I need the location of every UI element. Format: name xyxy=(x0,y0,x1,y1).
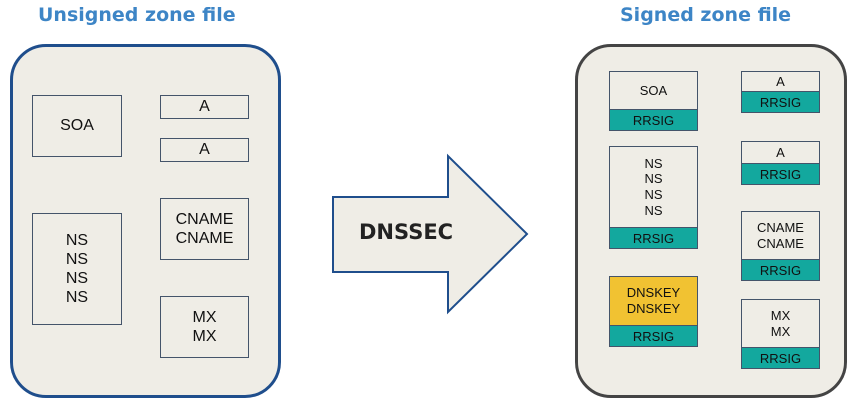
rrsig-label: RRSIG xyxy=(742,347,819,368)
unsigned-a-record-2: A xyxy=(160,138,249,162)
rrsig-label: RRSIG xyxy=(610,325,697,346)
arrow-shape xyxy=(332,153,529,315)
unsigned-a-record-1: A xyxy=(160,95,249,119)
rrsig-label: RRSIG xyxy=(742,163,819,184)
signed-zone-title: Signed zone file xyxy=(620,4,792,26)
unsigned-soa-record: SOA xyxy=(32,95,122,157)
rrsig-label: RRSIG xyxy=(610,109,697,130)
rrsig-label: RRSIG xyxy=(742,91,819,112)
arrow-label: DNSSEC xyxy=(359,220,454,244)
signed-soa-record: SOA RRSIG xyxy=(609,71,698,131)
signed-a-record-1: A RRSIG xyxy=(741,71,820,113)
rrsig-label: RRSIG xyxy=(742,259,819,280)
rrsig-label: RRSIG xyxy=(610,227,697,248)
unsigned-zone-title: Unsigned zone file xyxy=(38,4,236,26)
signed-a-record-2: A RRSIG xyxy=(741,141,820,185)
